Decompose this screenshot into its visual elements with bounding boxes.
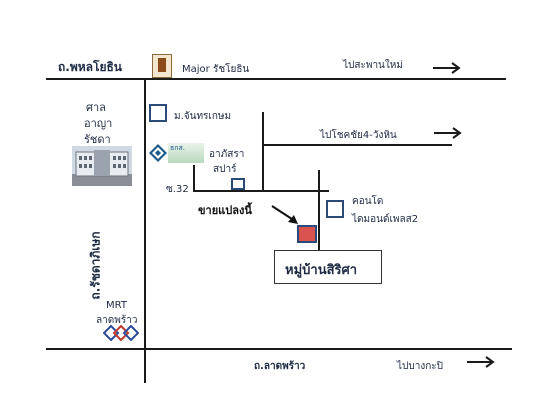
village-name-box: หมู่บ้านสิริศา — [274, 250, 382, 284]
to-saphan-mai-label: ไปสะพานใหม่ — [343, 60, 403, 71]
mrt-label-line1: MRT — [106, 300, 127, 311]
court-building-image — [72, 146, 132, 186]
court-label-line2: อาญา — [84, 117, 113, 130]
major-cineplex-logo — [152, 54, 172, 78]
mrt-logo-icon — [103, 325, 139, 341]
bank-logo-bar: ธกส. — [168, 143, 204, 163]
connector-road-2 — [318, 170, 320, 250]
village-name-label: หมู่บ้านสิริศา — [285, 263, 358, 278]
to-chokchai-label: ไปโชคชัย4-วังหิน — [320, 130, 397, 141]
bank-logo: ธกส. — [148, 143, 204, 163]
mrt-label-line2: ลาดพร้าว — [96, 315, 138, 326]
apsara-label-line1: อาภัสรา — [209, 149, 245, 160]
major-logo-mark — [158, 58, 166, 72]
soi-32-label: ซ.32 — [166, 184, 189, 195]
bank-logo-text: ธกส. — [170, 144, 186, 152]
arrow-right-icon — [434, 127, 462, 139]
phahonyothin-label: ถ.พหลโยธิน — [58, 60, 123, 74]
ratchadaphisek-label: ถ.รัชดาภิเษก — [88, 231, 103, 300]
apsara-label-line2: สปาร์ — [213, 164, 237, 175]
major-cineplex-label: Major รัชโยธิน — [182, 64, 250, 75]
chokchai-road — [262, 144, 452, 146]
ratchadaphisek-road — [144, 80, 146, 383]
condo-marker — [326, 200, 344, 218]
arrow-right-icon — [433, 62, 461, 74]
apsara-marker — [231, 178, 245, 190]
to-bang-kapi-label: ไปบางกะปิ — [397, 361, 443, 372]
court-label-line1: ศาล — [86, 101, 106, 114]
phahonyothin-road — [46, 78, 506, 80]
ladprao-label: ถ.ลาดพร้าว — [254, 361, 306, 372]
chantharakasem-marker — [149, 104, 167, 122]
ladprao-road — [46, 348, 512, 350]
for-sale-label: ขายแปลงนี้ — [198, 204, 252, 217]
court-label-line3: รัชดา — [84, 133, 111, 146]
soi-32-stub-road — [193, 165, 195, 191]
connector-road-1 — [262, 112, 264, 191]
arrow-right-icon — [467, 356, 495, 368]
pointer-arrow-icon — [271, 205, 298, 224]
chantharakasem-label: ม.จันทรเกษม — [174, 111, 232, 122]
diamond-icon — [149, 144, 167, 162]
property-plot-marker — [297, 225, 317, 243]
condo-label-line2: ไดมอนด์เพลส2 — [352, 214, 419, 225]
soi-32-road — [193, 190, 329, 192]
condo-label-line1: คอนโด — [352, 196, 384, 207]
